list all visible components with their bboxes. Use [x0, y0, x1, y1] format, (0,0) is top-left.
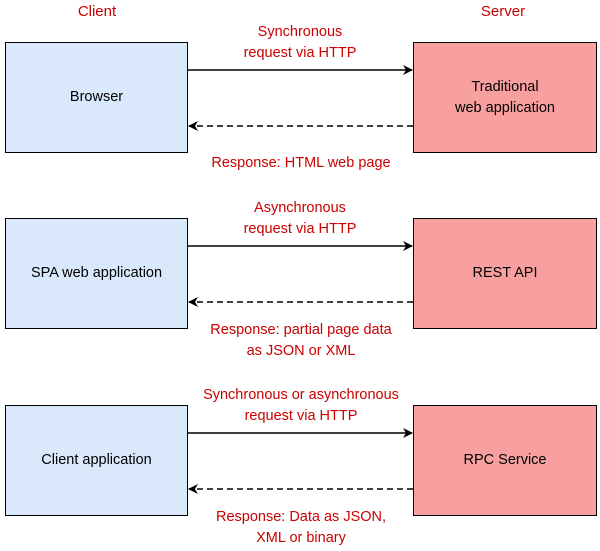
response-label-3: Response: Data as JSON, XML or binary [215, 509, 387, 546]
server-box-label: RPC Service [463, 452, 547, 468]
client-box-client-application: Client application [5, 405, 188, 516]
server-box-label: REST API [472, 265, 538, 281]
client-box-label: Client application [41, 452, 152, 468]
server-box-label: Traditional web application [455, 78, 555, 116]
server-box-rest-api: REST API [413, 218, 597, 329]
client-column-header: Client [77, 3, 117, 20]
response-label-1: Response: HTML web page [211, 155, 391, 171]
server-column-header: Server [480, 3, 526, 20]
client-box-label: SPA web application [30, 265, 163, 281]
client-box-browser: Browser [5, 42, 188, 153]
server-box-rpc-service: RPC Service [413, 405, 597, 516]
request-label-2: Asynchronous request via HTTP [243, 200, 357, 237]
client-box-spa: SPA web application [5, 218, 188, 329]
client-box-label: Browser [69, 89, 124, 105]
server-box-traditional-web-app: Traditional web application [413, 42, 597, 153]
request-label-3: Synchronous or asynchronous request via … [203, 387, 399, 424]
request-label-1: Synchronous request via HTTP [243, 24, 357, 61]
response-label-2: Response: partial page data as JSON or X… [210, 322, 392, 359]
